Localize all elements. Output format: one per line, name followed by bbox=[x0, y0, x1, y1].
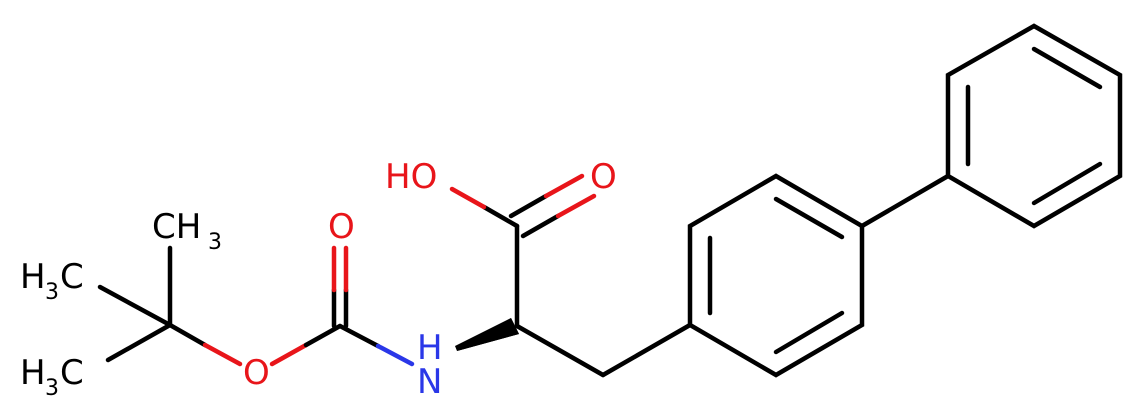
bond-biaryl bbox=[859, 173, 951, 229]
ester-oxygen-label: O bbox=[243, 353, 270, 393]
ring2-inner-bond-2 bbox=[1031, 46, 1103, 90]
bond-alpha-ch2 bbox=[514, 323, 606, 378]
bond-ch2-ring bbox=[600, 322, 693, 378]
bond-quatc-methyl-left2 bbox=[105, 322, 173, 363]
carbamate-carbonyl-oxygen-label: O bbox=[328, 207, 355, 247]
bond-estero-carbc-o bbox=[269, 342, 309, 367]
methyl-left-2-label: H 3 C bbox=[20, 353, 84, 401]
bond-carboxyl-co-a-c bbox=[508, 193, 549, 219]
methyl-left-2-h: H bbox=[20, 353, 46, 393]
bond-carboxyl-co-b-c bbox=[520, 213, 561, 239]
amine-hydrogen-label: H bbox=[417, 328, 443, 368]
methyl-left-1-label: H 3 C bbox=[20, 257, 84, 305]
bond-quatc-estero-c bbox=[167, 322, 208, 348]
ring-phenylene bbox=[687, 173, 865, 378]
ring1-inner-bond-2 bbox=[773, 196, 845, 240]
methyl-left-1-h: H bbox=[20, 257, 46, 297]
bond-quatc-methyl-left1 bbox=[97, 284, 173, 328]
bond-carboxyl-co-a-o bbox=[543, 173, 585, 199]
methyl-left-1-c: C bbox=[60, 257, 84, 297]
bond-quatc-estero-o bbox=[202, 342, 243, 367]
bond-estero-carbc-c bbox=[303, 323, 343, 348]
acid-carbonyl-oxygen-label: O bbox=[590, 157, 617, 197]
ring1-inner-bond-3 bbox=[773, 310, 845, 355]
methyl-top-label: CH 3 bbox=[152, 207, 222, 255]
methyl-left-2-c: C bbox=[60, 353, 84, 393]
bond-carbc-n-c bbox=[337, 323, 381, 349]
ring-phenyl bbox=[945, 23, 1123, 229]
amine-nitrogen-label: N bbox=[417, 362, 442, 402]
bond-carboxyl-oh-c bbox=[481, 204, 520, 229]
ring2-inner-bond-3 bbox=[1031, 161, 1103, 206]
hydroxyl-label: HO bbox=[385, 157, 437, 197]
methyl-left-1-subscript: 3 bbox=[45, 280, 59, 305]
atom-labels: HO O O O H N CH 3 H 3 C H 3 C bbox=[20, 157, 617, 402]
methyl-top-subscript: 3 bbox=[208, 230, 222, 255]
bond-carboxyl-oh-o bbox=[449, 186, 487, 210]
bonds bbox=[97, 23, 1123, 378]
bond-carbc-n-n bbox=[375, 343, 415, 367]
methyl-left-2-subscript: 3 bbox=[45, 376, 59, 401]
methyl-top-main: CH bbox=[152, 207, 201, 247]
bond-carboxyl-co-b-o bbox=[555, 193, 597, 219]
